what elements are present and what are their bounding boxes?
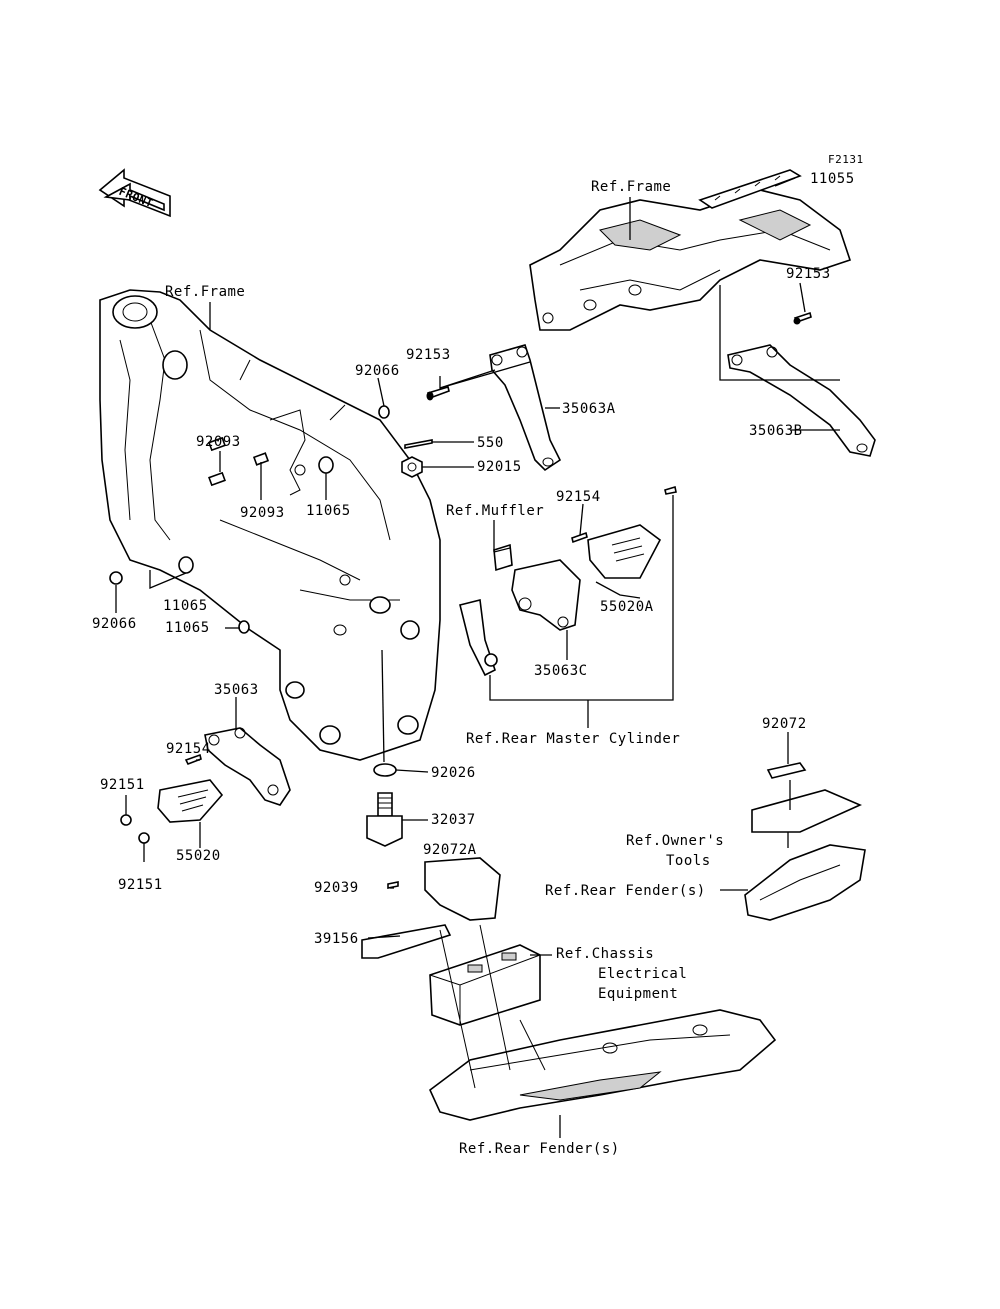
part-92093-b-label: 92093 bbox=[240, 505, 285, 521]
part-11065-a-label: 11065 bbox=[306, 503, 351, 519]
bracket-35063B-drawing bbox=[727, 344, 876, 457]
small-fasteners-drawing bbox=[109, 311, 812, 889]
part-11065-c-label: 11065 bbox=[165, 620, 210, 636]
part-92072-label: 92072 bbox=[762, 716, 807, 732]
part-92072A-label: 92072A bbox=[423, 842, 477, 858]
part-92154-left-label: 92154 bbox=[166, 741, 211, 757]
part-92153-mid-label: 92153 bbox=[406, 347, 451, 363]
part-55020A-label: 55020A bbox=[600, 599, 654, 615]
part-92066-top-label: 92066 bbox=[355, 363, 400, 379]
part-35063C-label: 35063C bbox=[534, 663, 588, 679]
part-35063B-label: 35063B bbox=[749, 423, 803, 439]
part-11055-label: 11055 bbox=[810, 171, 855, 187]
ref-muffler-label: Ref.Muffler bbox=[446, 503, 545, 519]
part-92066-left-label: 92066 bbox=[92, 616, 137, 632]
ref-frame-top-label: Ref.Frame bbox=[591, 179, 672, 195]
ref-chassis-label-1: Ref.Chassis bbox=[556, 946, 655, 962]
part-92153-right-label: 92153 bbox=[786, 266, 831, 282]
part-32037-label: 32037 bbox=[431, 812, 476, 828]
ref-rear-fender-bottom-label: Ref.Rear Fender(s) bbox=[459, 1141, 620, 1157]
part-92154-right-label: 92154 bbox=[556, 489, 601, 505]
part-92151-b-label: 92151 bbox=[118, 877, 163, 893]
figure-code: F2131 bbox=[828, 153, 864, 166]
ref-frame-left-label: Ref.Frame bbox=[165, 284, 246, 300]
part-92039-label: 92039 bbox=[314, 880, 359, 896]
bracket-35063A-drawing bbox=[489, 344, 562, 472]
ref-owners-tools-label-1: Ref.Owner's bbox=[626, 833, 725, 849]
rear-fender-drawing bbox=[429, 1009, 777, 1121]
ref-chassis-label-2: Electrical bbox=[598, 966, 688, 982]
part-92015-label: 92015 bbox=[477, 459, 522, 475]
leader-lines bbox=[115, 177, 840, 1138]
part-35063A-label: 35063A bbox=[562, 401, 616, 417]
footrest-bracket-left-drawing bbox=[157, 727, 291, 823]
ref-rear-master-cylinder-label: Ref.Rear Master Cylinder bbox=[466, 731, 681, 747]
footrest-bracket-right-drawing bbox=[459, 524, 662, 677]
part-92093-a-label: 92093 bbox=[196, 434, 241, 450]
ref-rear-fender-right-label: Ref.Rear Fender(s) bbox=[545, 883, 706, 899]
rear-subframe-drawing bbox=[529, 189, 852, 331]
part-55020-label: 55020 bbox=[176, 848, 221, 864]
owners-tools-drawing bbox=[744, 762, 866, 921]
part-39156-label: 39156 bbox=[314, 931, 359, 947]
part-11055-drawing bbox=[698, 169, 802, 209]
part-92151-a-label: 92151 bbox=[100, 777, 145, 793]
part-11065-b-label: 11065 bbox=[163, 598, 208, 614]
battery-area-drawing bbox=[361, 857, 541, 1026]
part-550-label: 550 bbox=[477, 435, 504, 451]
ref-owners-tools-label-2: Tools bbox=[666, 853, 711, 869]
part-35063-label: 35063 bbox=[214, 682, 259, 698]
front-arrow-icon bbox=[98, 168, 171, 218]
part-92026-label: 92026 bbox=[431, 765, 476, 781]
main-frame-drawing bbox=[99, 289, 441, 761]
ref-chassis-label-3: Equipment bbox=[598, 986, 679, 1002]
